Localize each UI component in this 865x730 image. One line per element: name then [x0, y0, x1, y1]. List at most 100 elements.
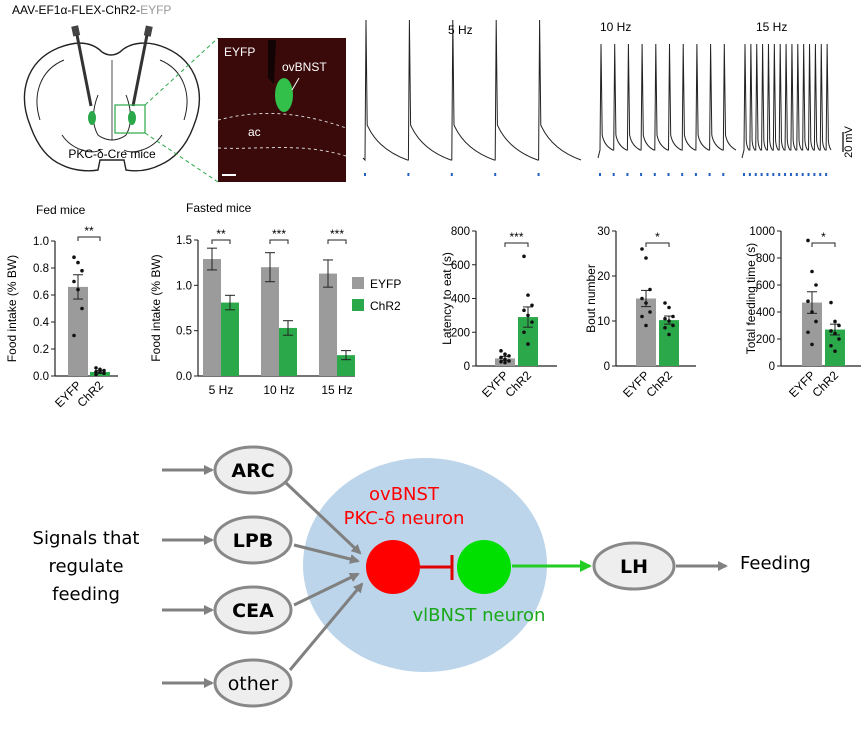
stim-pulse — [743, 173, 745, 176]
data-point — [833, 319, 837, 324]
signals-text-2: regulate — [48, 556, 123, 577]
data-point — [76, 260, 80, 265]
stim-pulse — [766, 173, 769, 176]
stim-pulse — [708, 173, 711, 176]
data-point — [810, 269, 814, 274]
bar — [337, 355, 355, 376]
trace-2 — [741, 43, 832, 159]
y-tick-label: 0.2 — [33, 344, 49, 356]
green-label: vlBNST neuron — [413, 605, 546, 626]
data-point — [814, 283, 818, 287]
data-point — [72, 333, 76, 338]
stim-pulse — [640, 173, 643, 176]
x-tick-label: ChR2 — [75, 378, 107, 410]
stim-pulse — [795, 173, 798, 176]
data-point — [499, 359, 503, 364]
stim-pulse — [760, 173, 763, 176]
stim-pulse — [626, 173, 629, 176]
svg-text:LPB: LPB — [233, 530, 274, 552]
stim-pulse — [825, 173, 828, 176]
significance-stars: ** — [216, 227, 226, 241]
node-lpb: LPB — [213, 515, 293, 565]
data-point — [503, 357, 507, 362]
y-tick-label: 0.0 — [176, 371, 192, 383]
stim-pulse — [819, 173, 822, 176]
y-tick-label: 1.0 — [176, 280, 192, 292]
x-tick-label: EYFP — [620, 368, 652, 400]
x-tick-label: ChR2 — [503, 368, 535, 400]
y-tick-label: 400 — [451, 294, 470, 306]
trace-label-15hz: 15 Hz — [756, 20, 787, 34]
stim-pulse — [722, 173, 725, 176]
data-point — [640, 314, 644, 319]
y-tick-label: 0.6 — [33, 290, 49, 302]
right-fiber — [131, 25, 153, 107]
data-point — [644, 323, 648, 328]
stim-pulse — [694, 173, 697, 176]
construct-label: AAV-EF1α-FLEX-ChR2-EYFP — [12, 3, 171, 17]
trace-label-10hz: 10 Hz — [600, 20, 631, 34]
bnst-oval — [303, 458, 547, 672]
data-point — [526, 342, 530, 346]
data-point — [80, 306, 84, 311]
stim-pulse — [789, 173, 792, 176]
left-ovbnst-mark — [88, 111, 96, 125]
significance-stars: * — [821, 230, 826, 244]
data-point — [814, 319, 818, 324]
bar — [319, 273, 337, 376]
vlbnst-neuron — [457, 540, 511, 594]
red-label-1: ovBNST — [369, 484, 440, 505]
svg-text:CEA: CEA — [232, 600, 274, 622]
node-arc: ARC — [213, 445, 293, 495]
data-point — [507, 354, 511, 358]
data-point — [76, 287, 80, 292]
data-point — [522, 330, 526, 335]
ephys-traces — [362, 19, 832, 176]
x-tick-label: ChR2 — [810, 368, 842, 400]
data-point — [98, 367, 102, 372]
y-tick-label: 0.4 — [33, 317, 50, 329]
pkc-delta-neuron — [366, 540, 420, 594]
legend-label: EYFP — [370, 277, 401, 291]
data-point — [522, 308, 526, 313]
zoom-line-top — [144, 37, 219, 106]
data-point — [507, 359, 511, 363]
y-tick-label: 200 — [451, 327, 470, 339]
stim-pulse — [612, 173, 615, 176]
bar — [221, 302, 239, 376]
stim-pulse — [653, 173, 656, 176]
stim-pulse — [813, 173, 816, 176]
stim-pulse — [748, 173, 751, 176]
stim-pulse — [778, 173, 781, 176]
data-point — [833, 349, 837, 353]
x-tick-label: 15 Hz — [321, 383, 352, 397]
data-point — [94, 370, 98, 374]
bar — [261, 267, 279, 376]
data-point — [837, 337, 841, 341]
signals-text-3: feeding — [52, 584, 120, 605]
data-point — [530, 303, 534, 308]
data-point — [499, 355, 503, 360]
y-tick-label: 0.8 — [33, 263, 49, 275]
stim-pulse — [450, 173, 453, 176]
stim-pulse — [754, 173, 757, 176]
data-point — [522, 254, 526, 259]
stim-pulse — [681, 173, 684, 176]
data-point — [663, 301, 667, 305]
signals-text-1: Signals that — [33, 528, 140, 549]
bar — [279, 327, 297, 376]
x-tick-label: 10 Hz — [263, 383, 294, 397]
stim-pulse — [407, 173, 410, 176]
trace-0 — [362, 19, 582, 162]
y-tick-label: 30 — [597, 226, 610, 238]
y-tick-label: 600 — [451, 260, 470, 272]
micro-channel: EYFP — [224, 45, 255, 59]
significance-bracket — [77, 236, 101, 241]
data-point — [94, 366, 98, 370]
data-point — [640, 296, 644, 301]
data-point — [806, 238, 810, 243]
trace-1 — [597, 43, 737, 159]
